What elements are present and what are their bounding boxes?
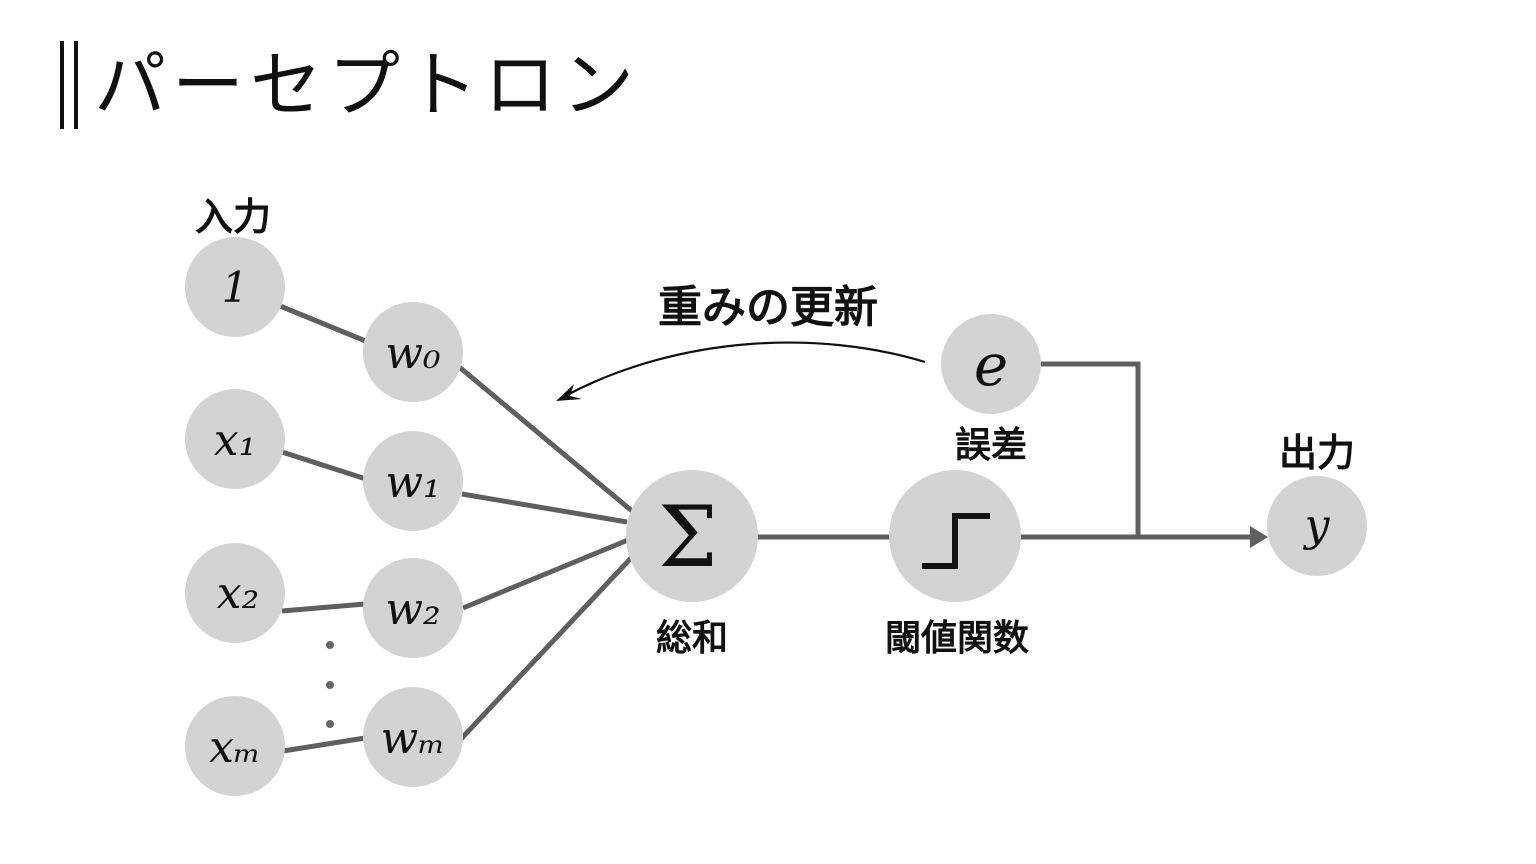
weight-node: w₁ <box>363 431 463 531</box>
weight-node-label: w₁ <box>385 457 440 508</box>
weight-node-label: wₘ <box>381 713 446 764</box>
weight-update-arrowhead <box>556 384 582 401</box>
sigma-icon: Σ <box>658 488 717 586</box>
input-node: 1 <box>185 237 285 337</box>
sum-label: 総和 <box>656 617 728 659</box>
edge-inputm-weightm <box>282 735 366 754</box>
step-function-icon <box>922 513 990 569</box>
error-label: 誤差 <box>955 424 1027 466</box>
input-node-label: 1 <box>222 263 249 312</box>
weight-node-label: w₂ <box>385 584 440 635</box>
output-label: 出力 <box>1279 430 1355 475</box>
edges <box>279 303 1252 754</box>
edge-weight1-sum <box>461 491 628 525</box>
page-title: パーセプトロン <box>58 40 640 130</box>
output-node: y <box>1267 476 1367 576</box>
sum-node: Σ <box>626 470 758 602</box>
weight-update-arrow <box>564 341 926 397</box>
output-arrowhead <box>1250 526 1268 548</box>
ellipsis-dots <box>326 641 334 728</box>
edge-error-feedback <box>1040 361 1141 537</box>
threshold-node <box>889 470 1021 602</box>
weight-node: wₘ <box>363 687 463 787</box>
edge-weight2-sum <box>462 537 629 611</box>
weight-node: w₀ <box>363 302 463 402</box>
edge-weight0-sum <box>456 364 634 513</box>
error-node: e <box>941 314 1041 414</box>
title-bars-icon <box>58 41 84 129</box>
edge-input1-weight1 <box>281 449 367 482</box>
edge-weightm-sum <box>458 554 635 742</box>
input-node-label: x₂ <box>217 568 259 619</box>
edge-input0-weight0 <box>279 303 369 345</box>
title-text: パーセプトロン <box>94 43 641 127</box>
weight-node-label: w₀ <box>385 328 441 379</box>
input-node-label: xₘ <box>209 722 261 773</box>
weight-node: w₂ <box>363 558 463 658</box>
input-label: 入力 <box>195 194 271 239</box>
weight-update-label: 重みの更新 <box>658 282 878 333</box>
input-node: xₘ <box>185 696 285 796</box>
threshold-function-label: 閾値関数 <box>885 617 1029 659</box>
error-node-label: e <box>974 331 1008 399</box>
input-node-label: x₁ <box>214 415 256 466</box>
output-node-label: y <box>1303 500 1331 551</box>
edge-input2-weight2 <box>281 601 366 614</box>
input-node: x₁ <box>185 389 285 489</box>
input-node: x₂ <box>185 543 285 643</box>
